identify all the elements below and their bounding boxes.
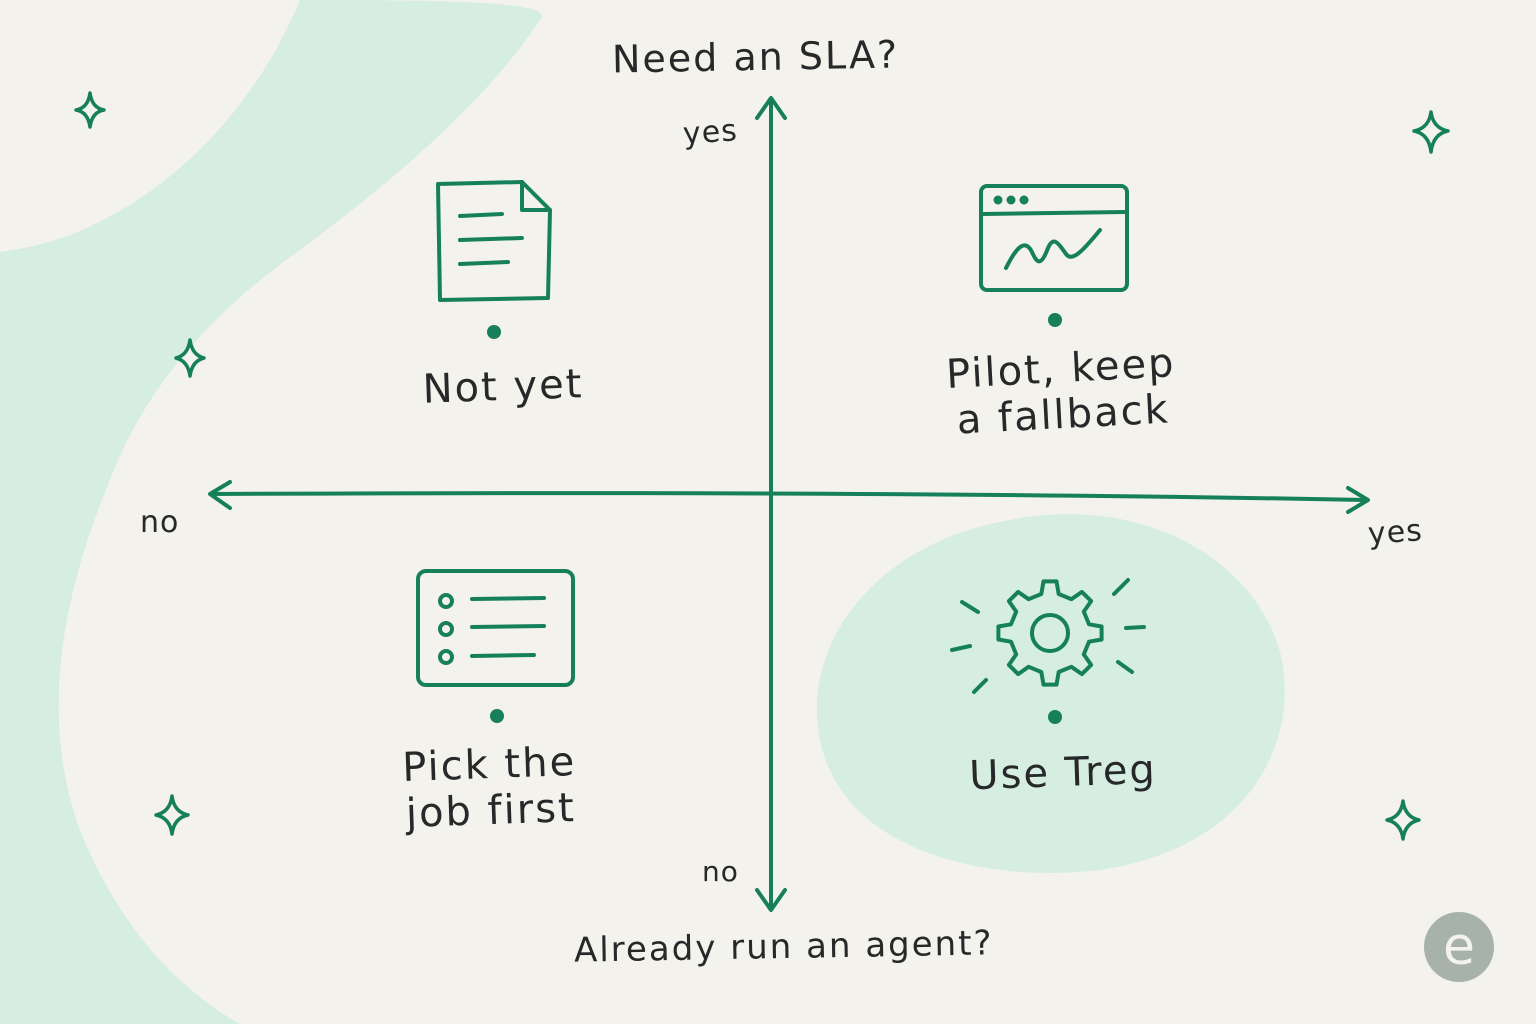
- x-axis-line: [210, 491, 1368, 502]
- browser-chart-icon: [979, 184, 1129, 292]
- axes: [208, 96, 1370, 912]
- y-axis-arrow-bottom: [755, 888, 787, 912]
- y-axis-title: Need an SLA?: [611, 32, 900, 82]
- x-axis-positive-label: yes: [1366, 513, 1424, 552]
- marker-dot-bottom-left: [490, 709, 504, 723]
- background-blob-left-inner: [0, 0, 300, 252]
- x-axis-negative-label: no: [140, 505, 180, 540]
- sparkle-icon: [1412, 110, 1450, 154]
- marker-dot-top-left: [487, 325, 501, 339]
- x-axis-arrow-left: [208, 480, 232, 510]
- quadrant-label-bottom-right: Use Treg: [968, 746, 1158, 800]
- x-axis-arrow-right: [1346, 486, 1370, 514]
- marker-dot-bottom-right: [1048, 710, 1062, 724]
- document-icon: [436, 180, 552, 302]
- x-axis-title: Already run an agent?: [573, 923, 994, 971]
- y-axis-line: [768, 98, 774, 910]
- quadrant-markers: [487, 313, 1062, 724]
- sparkle-icon: [1385, 799, 1421, 841]
- sparkle-icon: [74, 91, 106, 129]
- quadrant-label-top-right: Pilot, keep a fallback: [945, 340, 1177, 444]
- logo-letter: e: [1443, 917, 1475, 977]
- sparkle-icon: [154, 794, 190, 836]
- quadrant-label-top-left: Not yet: [421, 361, 585, 413]
- logo-icon: e: [1424, 912, 1494, 982]
- sparkles: [74, 91, 1450, 841]
- marker-dot-top-right: [1048, 313, 1062, 327]
- background-blob-left: [0, 0, 543, 1024]
- checklist-icon: [416, 569, 575, 687]
- highlight-blob: [816, 514, 1285, 873]
- sparkle-icon: [174, 338, 206, 378]
- y-axis-arrow-top: [755, 96, 787, 120]
- quadrant-label-bottom-left: Pick the job first: [401, 738, 577, 837]
- y-axis-negative-label: no: [702, 855, 739, 888]
- y-axis-positive-label: yes: [681, 113, 739, 152]
- gear-icon: [950, 578, 1146, 694]
